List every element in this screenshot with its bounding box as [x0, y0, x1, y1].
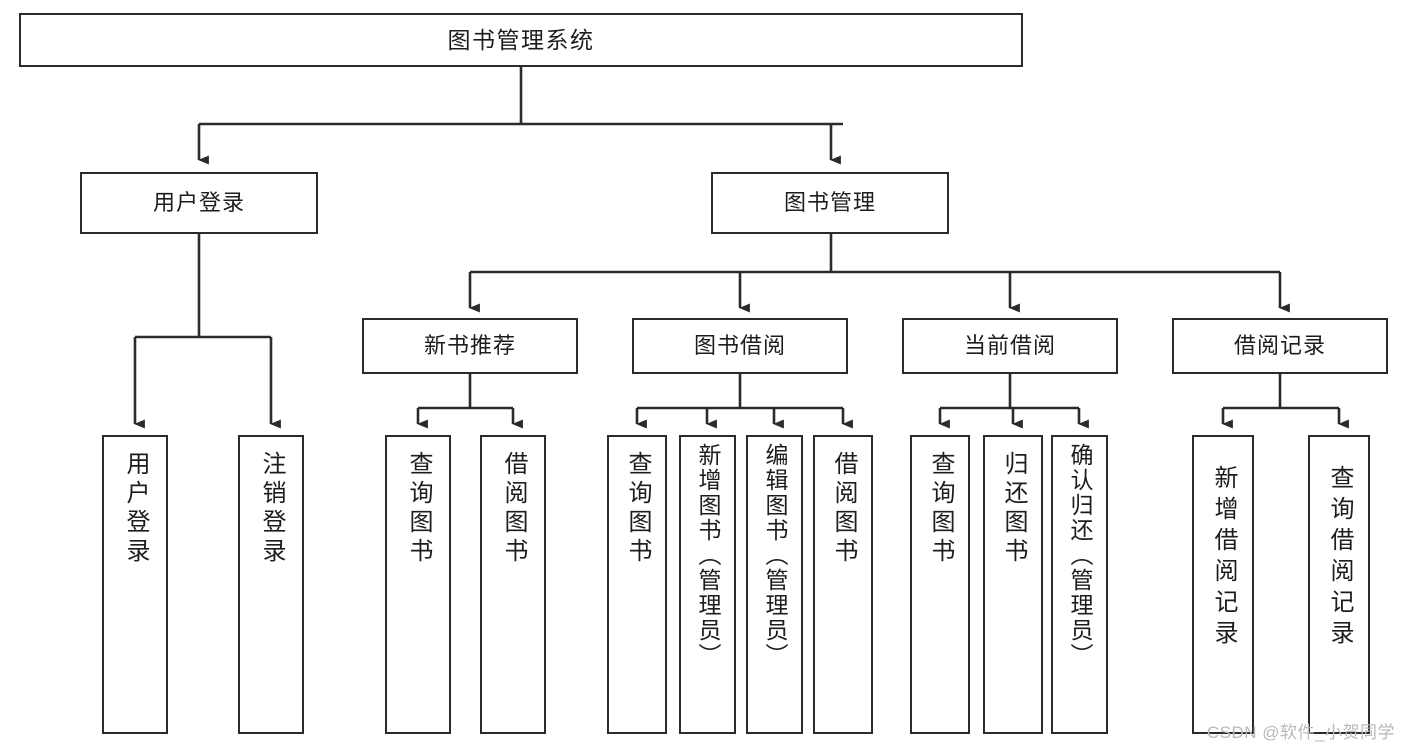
node-leaf-query-record-label: 查询借阅记录	[1326, 465, 1353, 651]
node-root-label: 图书管理系统	[447, 26, 595, 53]
node-leaf-borrow-book-2-label: 借阅图书	[830, 451, 857, 567]
node-root[interactable]: 图书管理系统	[19, 13, 1023, 67]
node-leaf-user-logout-label: 注销登录	[258, 451, 285, 567]
node-leaf-borrow-book-2[interactable]: 借阅图书	[813, 435, 873, 734]
node-leaf-add-book-label: 新增图书（管理员）	[695, 443, 721, 668]
node-leaf-query-book-1-label: 查询图书	[405, 451, 432, 567]
node-new-book-rec-label: 新书推荐	[423, 333, 516, 359]
node-leaf-confirm-return[interactable]: 确认归还（管理员）	[1051, 435, 1108, 734]
node-leaf-query-book-3-label: 查询图书	[927, 451, 954, 567]
node-book-manage[interactable]: 图书管理	[711, 172, 949, 234]
node-leaf-edit-book[interactable]: 编辑图书（管理员）	[746, 435, 803, 734]
node-leaf-confirm-return-label: 确认归还（管理员）	[1067, 443, 1093, 668]
node-leaf-query-record[interactable]: 查询借阅记录	[1308, 435, 1370, 734]
node-leaf-add-book[interactable]: 新增图书（管理员）	[679, 435, 736, 734]
node-leaf-borrow-book-1[interactable]: 借阅图书	[480, 435, 546, 734]
node-book-borrow-label: 图书借阅	[693, 333, 786, 359]
node-leaf-user-logout[interactable]: 注销登录	[238, 435, 304, 734]
node-leaf-user-login-label: 用户登录	[122, 451, 149, 567]
node-borrow-record[interactable]: 借阅记录	[1172, 318, 1388, 374]
node-user-login-label: 用户登录	[152, 190, 245, 216]
node-current-borrow-label: 当前借阅	[963, 333, 1056, 359]
node-leaf-query-book-3[interactable]: 查询图书	[910, 435, 970, 734]
node-leaf-return-book-label: 归还图书	[1000, 451, 1027, 567]
node-leaf-add-record-label: 新增借阅记录	[1210, 465, 1237, 651]
node-user-login[interactable]: 用户登录	[80, 172, 318, 234]
node-leaf-user-login[interactable]: 用户登录	[102, 435, 168, 734]
node-leaf-borrow-book-1-label: 借阅图书	[500, 451, 527, 567]
node-new-book-rec[interactable]: 新书推荐	[362, 318, 578, 374]
node-leaf-edit-book-label: 编辑图书（管理员）	[762, 443, 788, 668]
node-current-borrow[interactable]: 当前借阅	[902, 318, 1118, 374]
csdn-watermark: CSDN @软件_小贺同学	[1206, 723, 1395, 742]
node-book-manage-label: 图书管理	[783, 190, 876, 216]
node-leaf-add-record[interactable]: 新增借阅记录	[1192, 435, 1254, 734]
node-leaf-query-book-1[interactable]: 查询图书	[385, 435, 451, 734]
node-leaf-return-book[interactable]: 归还图书	[983, 435, 1043, 734]
node-borrow-record-label: 借阅记录	[1233, 333, 1326, 359]
node-leaf-query-book-2[interactable]: 查询图书	[607, 435, 667, 734]
node-leaf-query-book-2-label: 查询图书	[624, 451, 651, 567]
node-book-borrow[interactable]: 图书借阅	[632, 318, 848, 374]
